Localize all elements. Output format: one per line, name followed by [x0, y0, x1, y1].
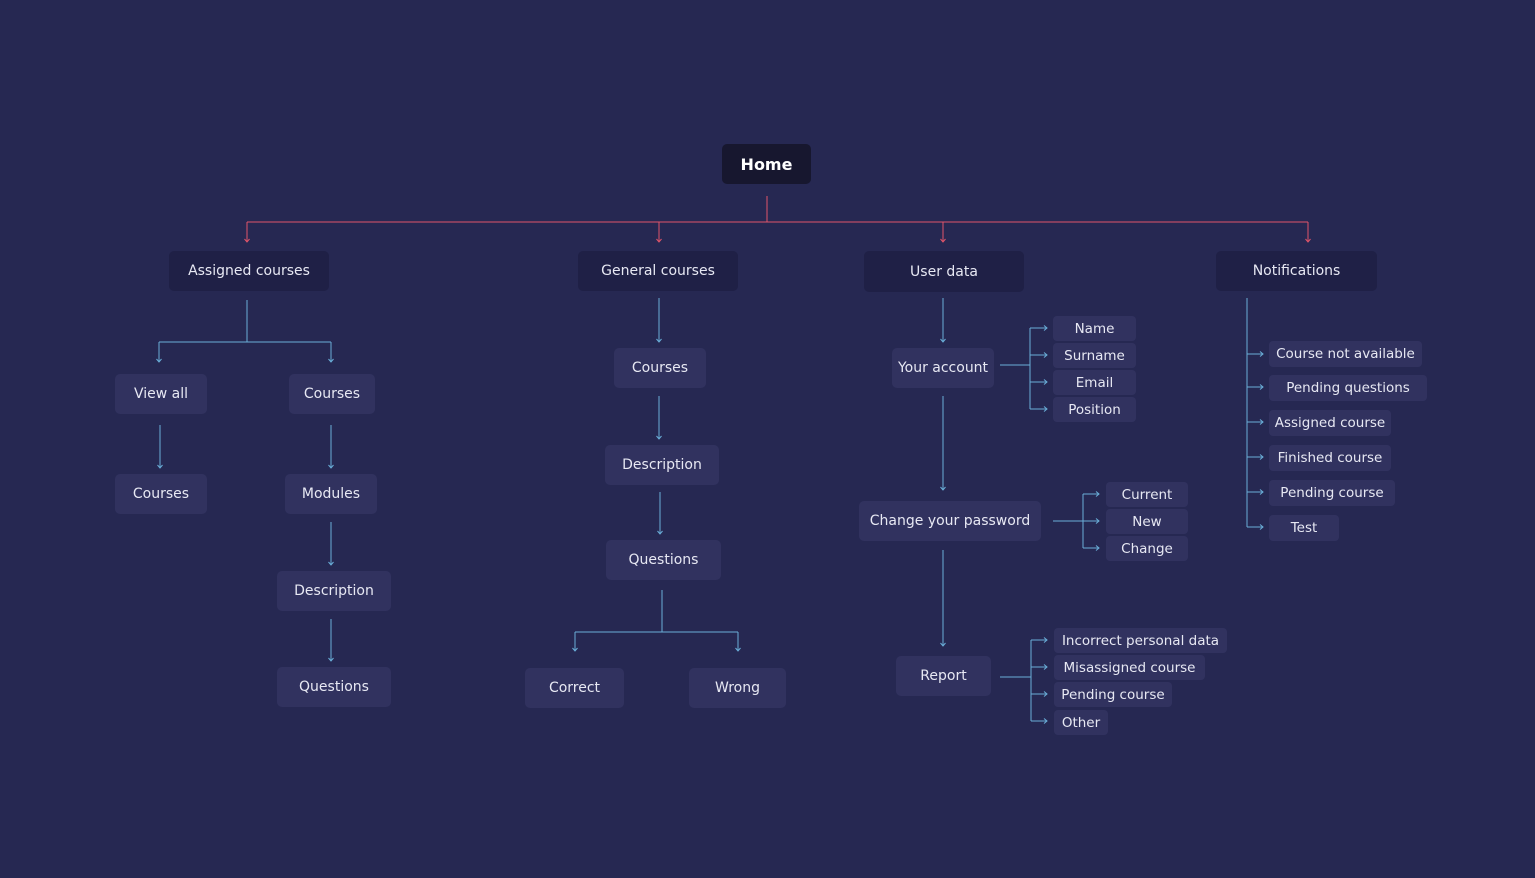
- node-report-other[interactable]: Other: [1054, 710, 1108, 735]
- arrow-head: [572, 647, 578, 652]
- arrow-head: [328, 657, 334, 662]
- node-assigned-courses-child[interactable]: Courses: [289, 374, 375, 414]
- node-report-incorrect[interactable]: Incorrect personal data: [1054, 628, 1227, 653]
- arrow-head: [657, 530, 663, 535]
- node-correct[interactable]: Correct: [525, 668, 624, 708]
- node-notif-finished[interactable]: Finished course: [1269, 445, 1391, 471]
- arrow-head: [940, 642, 946, 647]
- node-notif-pending-questions[interactable]: Pending questions: [1269, 375, 1427, 401]
- arrow-head: [656, 238, 662, 243]
- node-account-email[interactable]: Email: [1053, 370, 1136, 395]
- arrow-head: [656, 435, 662, 440]
- node-change-password[interactable]: Change your password: [859, 501, 1041, 541]
- arrow-head: [157, 464, 163, 469]
- arrow-head: [1043, 718, 1048, 724]
- node-assigned-description[interactable]: Description: [277, 571, 391, 611]
- node-notif-not-available[interactable]: Course not available: [1269, 341, 1422, 367]
- node-password-current[interactable]: Current: [1106, 482, 1188, 507]
- arrow-head: [940, 486, 946, 491]
- arrow-head: [656, 338, 662, 343]
- arrow-head: [244, 238, 250, 243]
- node-notifications[interactable]: Notifications: [1216, 251, 1377, 291]
- arrow-head: [1305, 238, 1311, 243]
- arrow-head: [940, 238, 946, 243]
- node-general-description[interactable]: Description: [605, 445, 719, 485]
- node-report-misassigned[interactable]: Misassigned course: [1054, 655, 1205, 680]
- arrow-head: [1043, 637, 1048, 643]
- arrow-head: [156, 358, 162, 363]
- node-general-courses[interactable]: General courses: [578, 251, 738, 291]
- arrow-head: [1043, 664, 1048, 670]
- arrow-head: [1259, 454, 1264, 460]
- arrow-head: [1095, 545, 1100, 551]
- node-account-name[interactable]: Name: [1053, 316, 1136, 341]
- arrow-head: [1259, 384, 1264, 390]
- arrow-head: [328, 561, 334, 566]
- node-password-change[interactable]: Change: [1106, 536, 1188, 561]
- arrow-head: [1259, 489, 1264, 495]
- arrow-head: [328, 464, 334, 469]
- node-assigned-courses[interactable]: Assigned courses: [169, 251, 329, 291]
- arrow-head: [735, 647, 741, 652]
- node-account-position[interactable]: Position: [1053, 397, 1136, 422]
- arrow-head: [940, 338, 946, 343]
- arrow-head: [1259, 419, 1264, 425]
- node-notif-assigned[interactable]: Assigned course: [1269, 410, 1391, 436]
- node-view-all-courses[interactable]: Courses: [115, 474, 207, 514]
- node-wrong[interactable]: Wrong: [689, 668, 786, 708]
- arrow-head: [1043, 691, 1048, 697]
- node-user-data[interactable]: User data: [864, 251, 1024, 292]
- arrow-head: [1259, 351, 1264, 357]
- node-report-pending[interactable]: Pending course: [1054, 682, 1172, 707]
- arrow-head: [1095, 491, 1100, 497]
- node-home[interactable]: Home: [722, 144, 811, 184]
- node-notif-pending-course[interactable]: Pending course: [1269, 480, 1395, 506]
- arrow-head: [1043, 352, 1048, 358]
- node-general-questions[interactable]: Questions: [606, 540, 721, 580]
- node-modules[interactable]: Modules: [285, 474, 377, 514]
- arrow-head: [1095, 518, 1100, 524]
- arrow-head: [1043, 379, 1048, 385]
- arrow-head: [1043, 325, 1048, 331]
- arrow-head: [328, 358, 334, 363]
- arrow-head: [1043, 406, 1048, 412]
- node-password-new[interactable]: New: [1106, 509, 1188, 534]
- node-your-account[interactable]: Your account: [892, 348, 994, 388]
- node-report[interactable]: Report: [896, 656, 991, 696]
- node-view-all[interactable]: View all: [115, 374, 207, 414]
- node-notif-test[interactable]: Test: [1269, 515, 1339, 541]
- node-account-surname[interactable]: Surname: [1053, 343, 1136, 368]
- node-general-courses-child[interactable]: Courses: [614, 348, 706, 388]
- node-assigned-questions[interactable]: Questions: [277, 667, 391, 707]
- arrow-head: [1259, 524, 1264, 530]
